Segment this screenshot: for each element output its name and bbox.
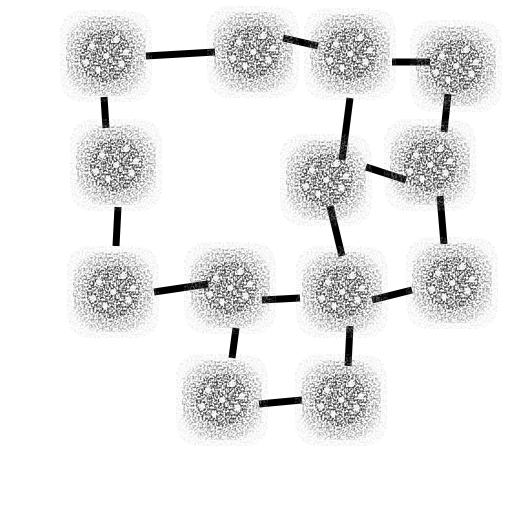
node-n12 bbox=[176, 354, 268, 446]
edge-n1-n2 bbox=[145, 48, 216, 60]
node-n3 bbox=[304, 8, 396, 100]
node-n5 bbox=[70, 119, 162, 211]
node-n2 bbox=[207, 6, 299, 98]
node-n7 bbox=[384, 119, 476, 211]
node-n8 bbox=[67, 246, 159, 338]
node-n6 bbox=[280, 134, 372, 226]
node-n9 bbox=[184, 242, 276, 334]
node-n4 bbox=[410, 20, 502, 112]
node-n13 bbox=[295, 354, 387, 446]
edge-n5-n8 bbox=[112, 206, 122, 247]
nodes-layer bbox=[60, 6, 502, 446]
node-n10 bbox=[296, 246, 388, 338]
node-n11 bbox=[406, 237, 498, 329]
node-n1 bbox=[60, 10, 152, 102]
